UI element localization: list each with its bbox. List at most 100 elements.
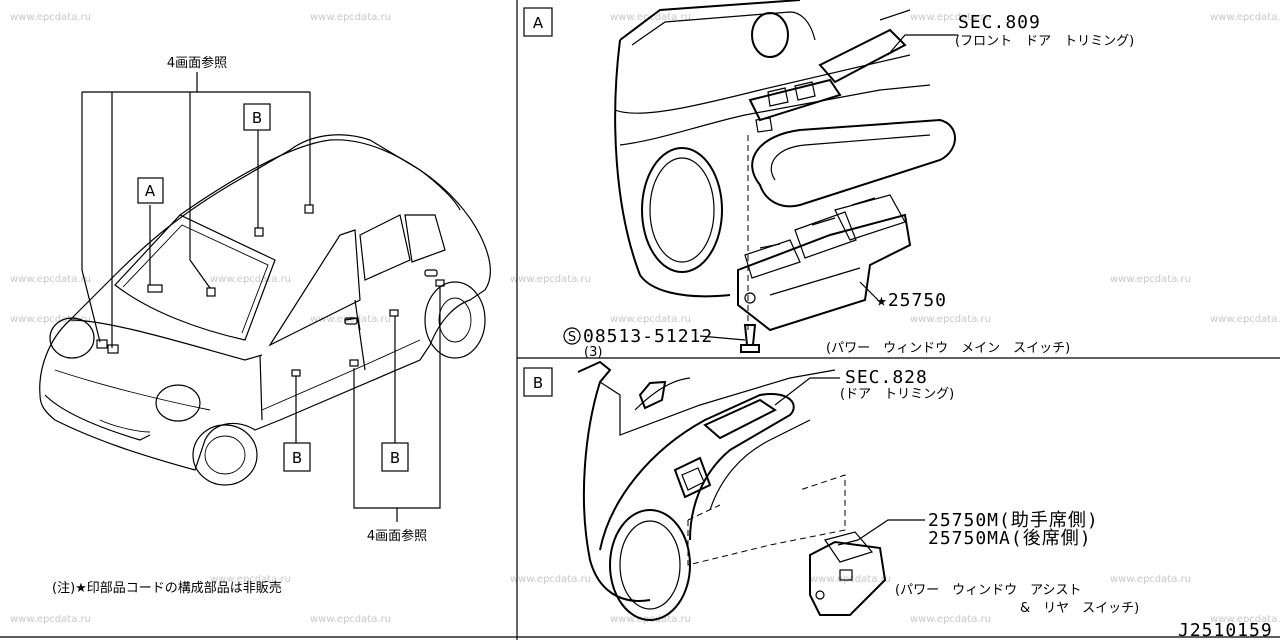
watermark: www.epcdata.ru [910, 12, 991, 23]
main-switch-screw-hole [744, 292, 756, 304]
box-b-top [243, 103, 271, 131]
leader-1 [81, 92, 101, 343]
assist-switch-connector [839, 569, 853, 581]
front-door-handle [344, 317, 358, 325]
watermark: www.epcdata.ru [1210, 12, 1280, 23]
car-hood-line [69, 319, 263, 361]
switch-b-roof [254, 227, 264, 237]
headlight-right [155, 384, 201, 422]
callout-sec809-code: SEC.809 [958, 12, 1041, 33]
screw-code: 08513-51212 [583, 326, 713, 347]
caption-b-2: & リヤ スイッチ) [1020, 601, 1139, 616]
watermark: www.epcdata.ru [10, 274, 91, 285]
car-bumper [44, 394, 151, 441]
switch-b-rear-roof [304, 204, 314, 214]
switch-rear [389, 309, 399, 317]
headlight-left [49, 317, 95, 359]
switch-bezel-a [748, 78, 842, 122]
rear-door-handle [424, 269, 438, 277]
car-grille [99, 419, 151, 433]
door-trim-a-belt-2 [619, 84, 931, 146]
screw-a [740, 324, 760, 353]
caption-b-1: (パワー ウィンドウ アシスト [895, 583, 1082, 598]
car-body-outline [39, 134, 492, 471]
note-text: (注)★印部品コードの構成部品は非販売 [52, 580, 282, 596]
ref-bottom-label: 4画面参照 [367, 528, 427, 544]
car-roof [179, 139, 461, 216]
main-switch [737, 194, 912, 332]
watermark: www.epcdata.ru [10, 12, 91, 23]
assist-switch-clip [815, 590, 825, 600]
switch-bezel-b-inner [681, 467, 705, 491]
main-switch-button-2 [794, 211, 857, 259]
door-trim-b-curve [634, 377, 691, 411]
box-a [137, 177, 164, 204]
box-b-right-label: B [390, 449, 400, 467]
switch-bezel-b [673, 456, 712, 499]
watermark: www.epcdata.ru [1110, 274, 1191, 285]
door-pull-b-lower [709, 419, 811, 511]
switch-left-2 [107, 344, 119, 354]
sill-line [261, 339, 421, 411]
panel-a-box [523, 7, 553, 37]
watermark: www.epcdata.ru [310, 614, 391, 625]
main-switch-body [737, 213, 912, 332]
watermark: www.epcdata.ru [10, 614, 91, 625]
watermark: www.epcdata.ru [910, 314, 991, 325]
box-b-left-label: B [292, 449, 302, 467]
door-trim-a-top [631, 11, 816, 46]
trim-pocket-b [703, 398, 777, 440]
screw-qty: (3) [584, 345, 602, 360]
screw-shank [743, 324, 757, 346]
inner-handle-a [751, 12, 789, 58]
switch-bezel-a-small [755, 117, 773, 133]
door-pull-pocket-a [751, 118, 956, 208]
trim-pocket-a [818, 28, 907, 84]
switch-bezel-a-slots [767, 81, 816, 107]
watermark: www.epcdata.ru [210, 274, 291, 285]
main-switch-location [147, 284, 163, 293]
switch-rear-right [435, 279, 445, 287]
callout-sec828-line [774, 377, 840, 406]
leader-3 [189, 92, 211, 289]
screw-head [740, 344, 760, 353]
panel-a: A [523, 0, 1134, 360]
panel-a-letter: A [533, 14, 544, 32]
wheel-rear-hub [438, 297, 472, 343]
screw-symbol-circle [563, 327, 581, 345]
main-switch-button-3 [834, 194, 906, 241]
speaker-a-inner [649, 157, 715, 263]
assist-switch-body [809, 540, 887, 616]
switch-center [206, 287, 216, 297]
assist-switch-grip [837, 539, 859, 546]
box-b-right [381, 442, 409, 472]
box-b-left [283, 442, 311, 472]
door-pull-b [599, 393, 795, 551]
speaker-a-outer [641, 147, 723, 273]
speaker-b-outer [609, 509, 691, 621]
callout-screw-line [699, 335, 746, 341]
box-a-label: A [145, 182, 156, 200]
trim-edge-a [879, 9, 911, 21]
main-switch-edge [769, 267, 861, 296]
assist-switch-button [824, 531, 874, 563]
callout-25750-line [859, 281, 879, 301]
door-trim-a-belt [614, 54, 911, 114]
box-b-top-label: B [252, 109, 262, 127]
watermark: www.epcdata.ru [210, 574, 291, 585]
car-overview: B A B B 4画面参照 4画面参照 (注)★印部品コードの構成部品は非販売 [39, 55, 492, 596]
switch-front-passenger [291, 369, 301, 377]
callout-25750ma: 25750MA(後席側) [928, 528, 1092, 549]
callout-sec809-line [887, 34, 958, 56]
car-hood-crease [54, 369, 211, 411]
front-door-edge [259, 354, 263, 421]
speaker-b-inner [619, 520, 681, 610]
quarter-window [404, 214, 446, 263]
callout-sec828-code: SEC.828 [845, 367, 928, 388]
panel-b-letter: B [533, 374, 543, 392]
switch-left-1 [96, 339, 108, 349]
door-trim-b-outline [577, 360, 651, 602]
install-path-b [687, 474, 846, 566]
wheel-front [192, 424, 258, 486]
